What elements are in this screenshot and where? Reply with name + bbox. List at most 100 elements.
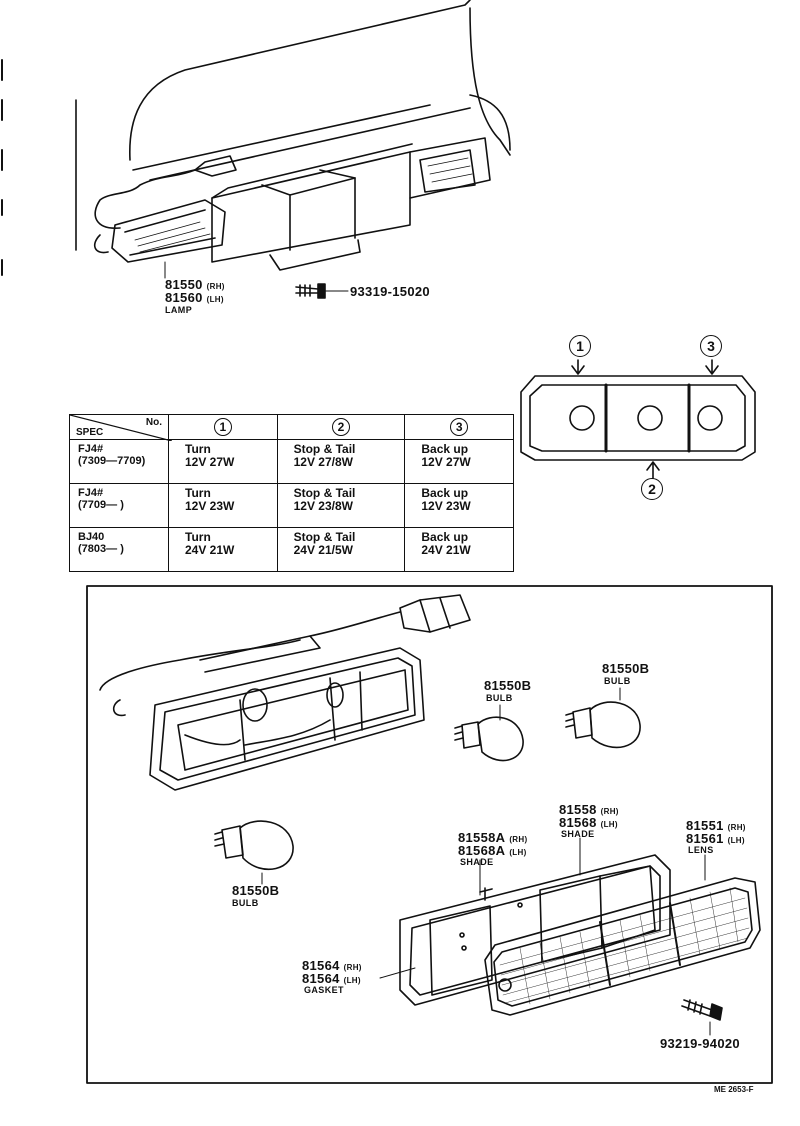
lamp-lens [484, 877, 761, 1016]
lamp-part-label-rh: 81550(RH) [165, 278, 225, 291]
gasket-side-lh: (LH) [343, 976, 361, 985]
shade-a-part-rh: 81558A [458, 830, 506, 845]
lens-label-rh: 81551(RH) [686, 819, 746, 832]
column-2-marker: 2 [331, 418, 350, 436]
gasket-label-lh: 81564(LH) [302, 972, 361, 985]
shade-b-side-rh: (RH) [600, 807, 619, 816]
lens-label-lh: 81561(LH) [686, 832, 745, 845]
lamp-function: Back up [421, 486, 469, 500]
lamp-part-label-lh: 81560(LH) [165, 291, 224, 304]
column-header-2: 2 [276, 414, 406, 440]
gasket-name-label: GASKET [304, 985, 344, 995]
bulb-part-label-left: 81550B [232, 883, 280, 898]
shade-b-part-lh: 81568 [559, 815, 597, 830]
lamp-function: Back up [421, 530, 469, 544]
bulb-rating: 24V 21W [421, 543, 471, 558]
column-header-3: 3 [404, 414, 514, 440]
screw-part-label-top: 93319-15020 [350, 284, 430, 299]
lens-part-rh: 81551 [686, 818, 724, 833]
model-range: (7309—7709) [78, 455, 146, 468]
shade-a-label-rh: 81558A(RH) [458, 831, 527, 844]
lens-position-diagram [520, 359, 756, 479]
bulb-rating: 12V 27/8W [293, 455, 353, 470]
gasket-part-rh: 81564 [302, 958, 340, 973]
shade-b-part-rh: 81558 [559, 802, 597, 817]
shade-b-name-label: SHADE [561, 829, 595, 839]
lens-position-1-marker: 1 [569, 335, 591, 357]
bulb-rating: 12V 27W [421, 455, 471, 470]
lamp-function: Stop & Tail [293, 486, 356, 500]
row-model-cell: FJ4#(7709— ) [69, 483, 169, 528]
corner-diagonal [70, 415, 172, 441]
model-range: (7803— ) [78, 543, 124, 556]
lamp-function: Back up [421, 442, 469, 456]
bulb-top-center [454, 704, 524, 762]
lamp-part-number-lh: 81560 [165, 290, 203, 305]
lamp-function: Turn [185, 442, 211, 456]
bulb-name-label-center: BULB [486, 693, 513, 703]
figure-code: ME 2653-F [714, 1085, 754, 1094]
column-3-marker: 3 [450, 418, 469, 436]
row-model-cell: BJ40(7803— ) [69, 527, 169, 572]
column-1-marker: 1 [213, 418, 232, 436]
corner-no-label: No. [145, 417, 162, 428]
bulb-rating: 24V 21W [185, 543, 235, 558]
lamp-function: Stop & Tail [293, 530, 356, 544]
spec-table-corner: No. SPEC [69, 414, 172, 441]
lamp-part-number-rh: 81550 [165, 277, 203, 292]
leader-lines [379, 837, 706, 979]
shade-b-label-rh: 81558(RH) [559, 803, 619, 816]
screw-93219-icon [681, 999, 723, 1036]
lamp-side-lh: (LH) [206, 295, 224, 304]
bulb-top-right [565, 687, 641, 749]
shade-b-label-lh: 81568(LH) [559, 816, 618, 829]
lens-part-lh: 81561 [686, 831, 724, 846]
shade-b-side-lh: (LH) [600, 820, 618, 829]
gasket-label-rh: 81564(RH) [302, 959, 362, 972]
lens-texture [499, 887, 750, 1005]
lamp-housing [99, 594, 471, 791]
model-name: BJ40 [78, 531, 105, 543]
bulb-rating: 12V 23W [421, 499, 471, 514]
bulb-rating: 12V 27W [185, 455, 235, 470]
corner-spec-label: SPEC [76, 427, 104, 438]
bulb-rating: 12V 23/8W [293, 499, 353, 514]
lamp-function: Turn [185, 530, 211, 544]
lamp-side-rh: (RH) [206, 282, 225, 291]
shade-a-part-lh: 81568A [458, 843, 506, 858]
bulb-left [214, 820, 294, 885]
lens-side-rh: (RH) [727, 823, 746, 832]
bulb-name-label-left: BULB [232, 898, 259, 908]
gasket-part-lh: 81564 [302, 971, 340, 986]
screw-part-label-bottom: 93219-94020 [660, 1036, 740, 1051]
vehicle-rear-illustration [75, 0, 511, 271]
shade-a-label-lh: 81568A(LH) [458, 844, 527, 857]
lamp-hatching [134, 157, 473, 253]
shade-a-name-label: SHADE [460, 857, 494, 867]
bulb-part-label-right: 81550B [602, 661, 650, 676]
lamp-function: Turn [185, 486, 211, 500]
model-name: FJ4# [78, 443, 104, 455]
model-name: FJ4# [78, 487, 104, 499]
bulb-part-label-center: 81550B [484, 678, 532, 693]
bulb-rating: 24V 21/5W [293, 543, 353, 558]
column-header-1: 1 [168, 414, 278, 440]
lamp-name-label: LAMP [165, 305, 193, 315]
screw-93319-icon [295, 283, 349, 299]
lens-side-lh: (LH) [727, 836, 745, 845]
lens-name-label: LENS [688, 845, 714, 855]
bulb-name-label-right: BULB [604, 676, 631, 686]
